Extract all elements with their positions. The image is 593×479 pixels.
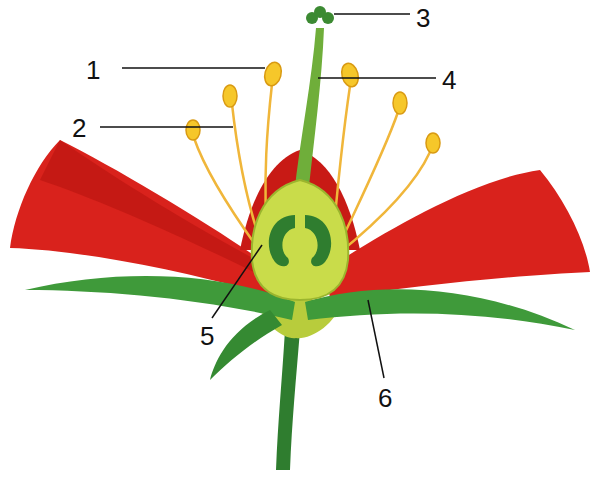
callout-number: 3 xyxy=(414,4,432,32)
style xyxy=(294,28,324,195)
callout-number: 4 xyxy=(440,66,458,94)
sepal xyxy=(210,310,282,380)
callout-number: 5 xyxy=(198,322,216,350)
callout-number: 6 xyxy=(376,384,394,412)
stem xyxy=(276,330,300,470)
sepal xyxy=(305,289,575,330)
sepal xyxy=(25,276,295,320)
callout-number: 1 xyxy=(84,56,102,84)
ovary xyxy=(252,180,348,300)
stigma xyxy=(306,6,334,24)
leader-lines xyxy=(100,14,436,378)
ovules xyxy=(269,215,331,266)
callout-number: 2 xyxy=(70,114,88,142)
